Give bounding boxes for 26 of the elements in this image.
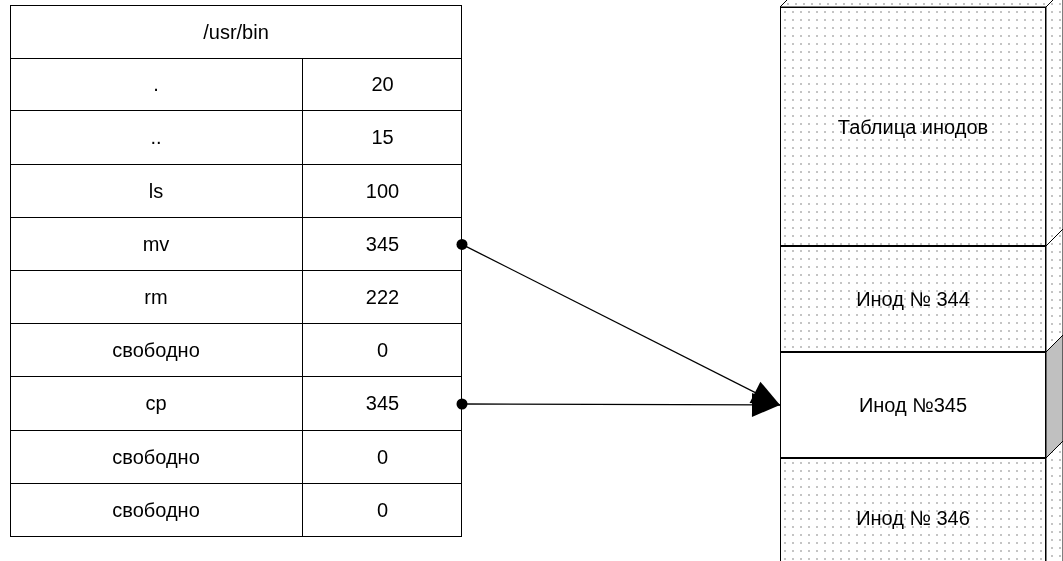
table-cell: rm [10,271,303,325]
table-cell: ls [10,164,303,218]
table-cell: cp [10,377,303,431]
table-cell: . [10,58,303,112]
table-cell: .. [10,111,303,165]
inode-block: Инод № 344 [780,246,1046,352]
table-cell: 0 [303,324,462,378]
table-cell: 20 [303,58,462,112]
table-cell: свободно [10,483,303,537]
table-cell: 15 [303,111,462,165]
table-cell: свободно [10,324,303,378]
table-cell: mv [10,217,303,271]
table-cell: 345 [303,377,462,431]
arrow [456,238,781,406]
inode-block: Инод № 346 [780,458,1046,561]
arrow [456,392,781,417]
table-cell: 0 [303,483,462,537]
table-cell: 345 [303,217,462,271]
inode-block: Таблица инодов [780,7,1046,246]
table-cell: 0 [303,430,462,484]
table-cell: 100 [303,164,462,218]
inode-block: Инод №345 [780,352,1046,458]
table-cell: 222 [303,271,462,325]
table-header: /usr/bin [11,6,461,60]
table-cell: свободно [10,430,303,484]
directory-table [10,5,462,537]
